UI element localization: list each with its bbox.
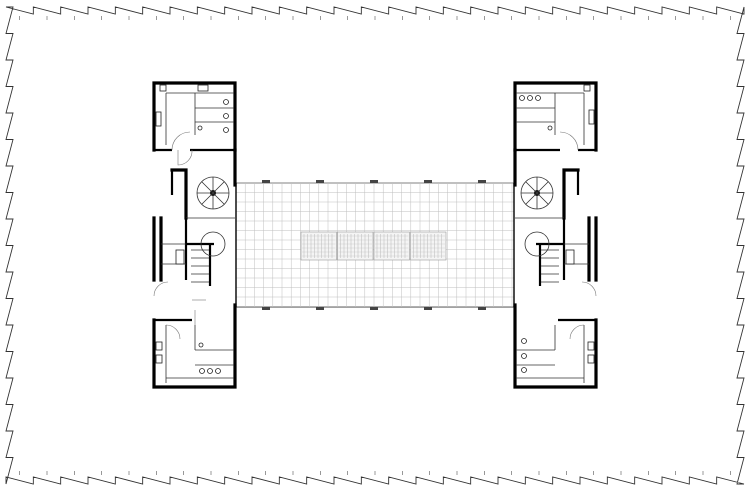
skylight	[300, 231, 337, 261]
stair-top-left	[170, 148, 237, 220]
stair-top-right	[513, 148, 580, 220]
skylight-array	[300, 231, 447, 261]
beam-mark	[262, 307, 270, 310]
skylight	[410, 231, 447, 261]
atrium-edge	[235, 183, 515, 307]
core-top-left	[152, 81, 237, 166]
core-right	[513, 81, 598, 389]
beam-mark	[370, 307, 378, 310]
facade-outline	[5, 6, 745, 485]
core-top-right	[513, 81, 598, 152]
stair-bottom-left	[152, 216, 226, 301]
atrium-edge-marks	[235, 180, 515, 310]
core-bottom-left	[152, 303, 237, 389]
stair-bottom-right	[524, 216, 598, 297]
skylight	[373, 231, 410, 261]
skylight	[337, 231, 374, 261]
zigzag-curtain-wall	[5, 6, 745, 485]
core-bottom-right	[513, 303, 598, 389]
central-atrium	[235, 180, 515, 310]
beam-mark	[478, 307, 486, 310]
beam-mark	[370, 180, 378, 183]
beam-mark	[262, 180, 270, 183]
beam-mark	[478, 180, 486, 183]
beam-mark	[424, 180, 432, 183]
beam-mark	[316, 180, 324, 183]
beam-mark	[316, 307, 324, 310]
beam-mark	[424, 307, 432, 310]
core-left	[152, 81, 237, 389]
